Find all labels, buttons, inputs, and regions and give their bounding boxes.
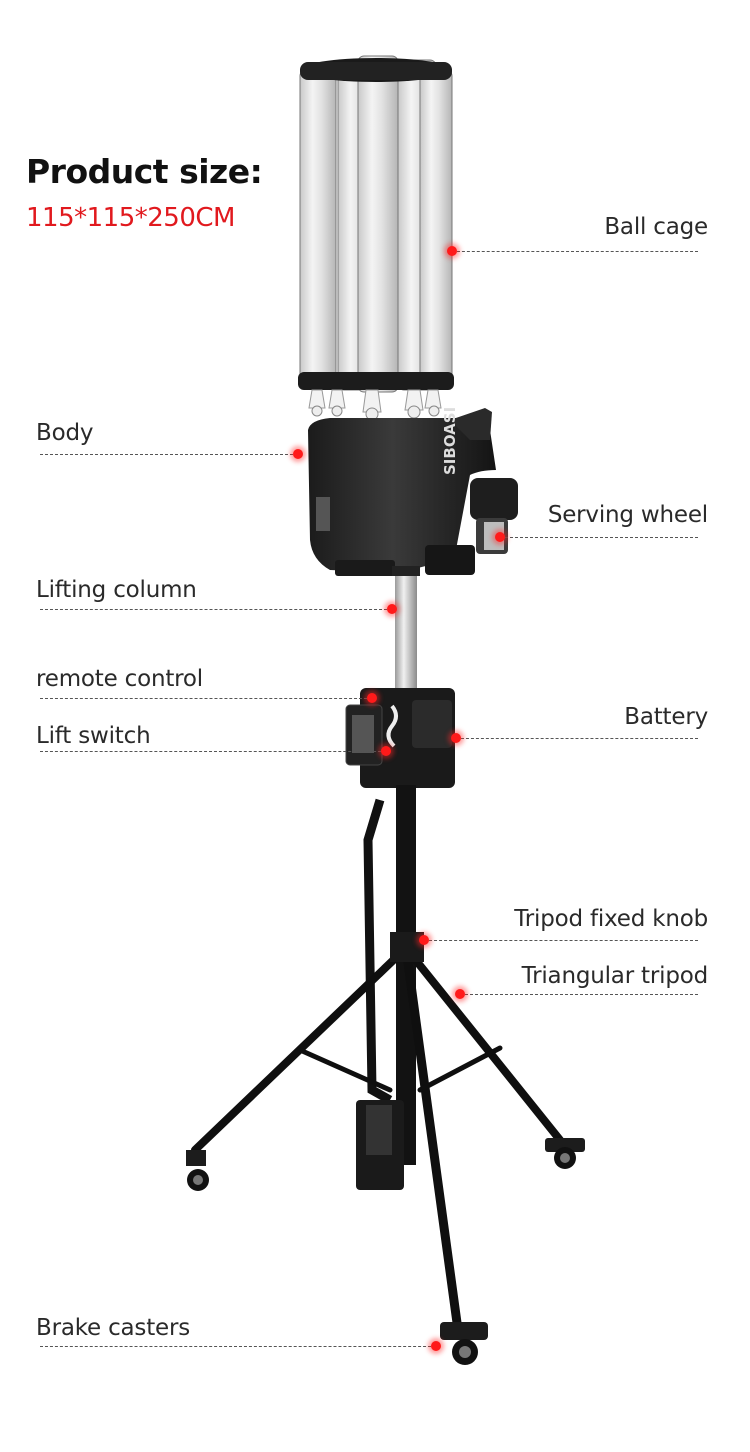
leader-line-serving-wheel: [500, 537, 698, 538]
leader-line-battery: [456, 738, 698, 739]
casters: [186, 1138, 585, 1365]
label-ball-cage: Ball cage: [604, 214, 708, 240]
label-tripod-fixed-knob: Tripod fixed knob: [514, 906, 708, 932]
marker-tripod-fixed-knob: [419, 935, 429, 945]
leader-line-lifting-column: [40, 609, 392, 610]
leader-line-body: [40, 454, 298, 455]
leader-line-brake-casters: [40, 1346, 436, 1347]
leader-line-remote-control: [40, 698, 372, 699]
marker-body: [293, 449, 303, 459]
product-size-value: 115*115*250CM: [26, 203, 235, 233]
brand-mark: SIBOASI: [441, 407, 459, 475]
label-body: Body: [36, 420, 94, 446]
marker-remote-control: [367, 693, 377, 703]
serving-wheel: [425, 478, 518, 575]
product-size-title: Product size:: [26, 152, 263, 191]
label-triangular-tripod: Triangular tripod: [521, 963, 709, 989]
label-remote-control: remote control: [36, 666, 203, 692]
label-battery: Battery: [624, 704, 708, 730]
marker-lifting-column: [387, 604, 397, 614]
leader-line-tripod-fixed-knob: [424, 940, 698, 941]
marker-brake-casters: [431, 1341, 441, 1351]
ball-cage: [298, 55, 454, 421]
marker-lift-switch: [381, 746, 391, 756]
leader-line-ball-cage: [452, 251, 698, 252]
label-lifting-column: Lifting column: [36, 577, 197, 603]
tripod: [191, 932, 564, 1335]
marker-battery: [451, 733, 461, 743]
label-lift-switch: Lift switch: [36, 723, 151, 749]
leader-line-lift-switch: [40, 751, 386, 752]
label-serving-wheel: Serving wheel: [547, 502, 708, 528]
machine-body: SIBOASI: [308, 407, 496, 576]
leader-line-triangular-tripod: [460, 994, 698, 995]
marker-triangular-tripod: [455, 989, 465, 999]
control-box: [345, 688, 455, 788]
marker-ball-cage: [447, 246, 457, 256]
marker-serving-wheel: [495, 532, 505, 542]
lifting-column: [395, 570, 417, 688]
label-brake-casters: Brake casters: [36, 1315, 191, 1341]
